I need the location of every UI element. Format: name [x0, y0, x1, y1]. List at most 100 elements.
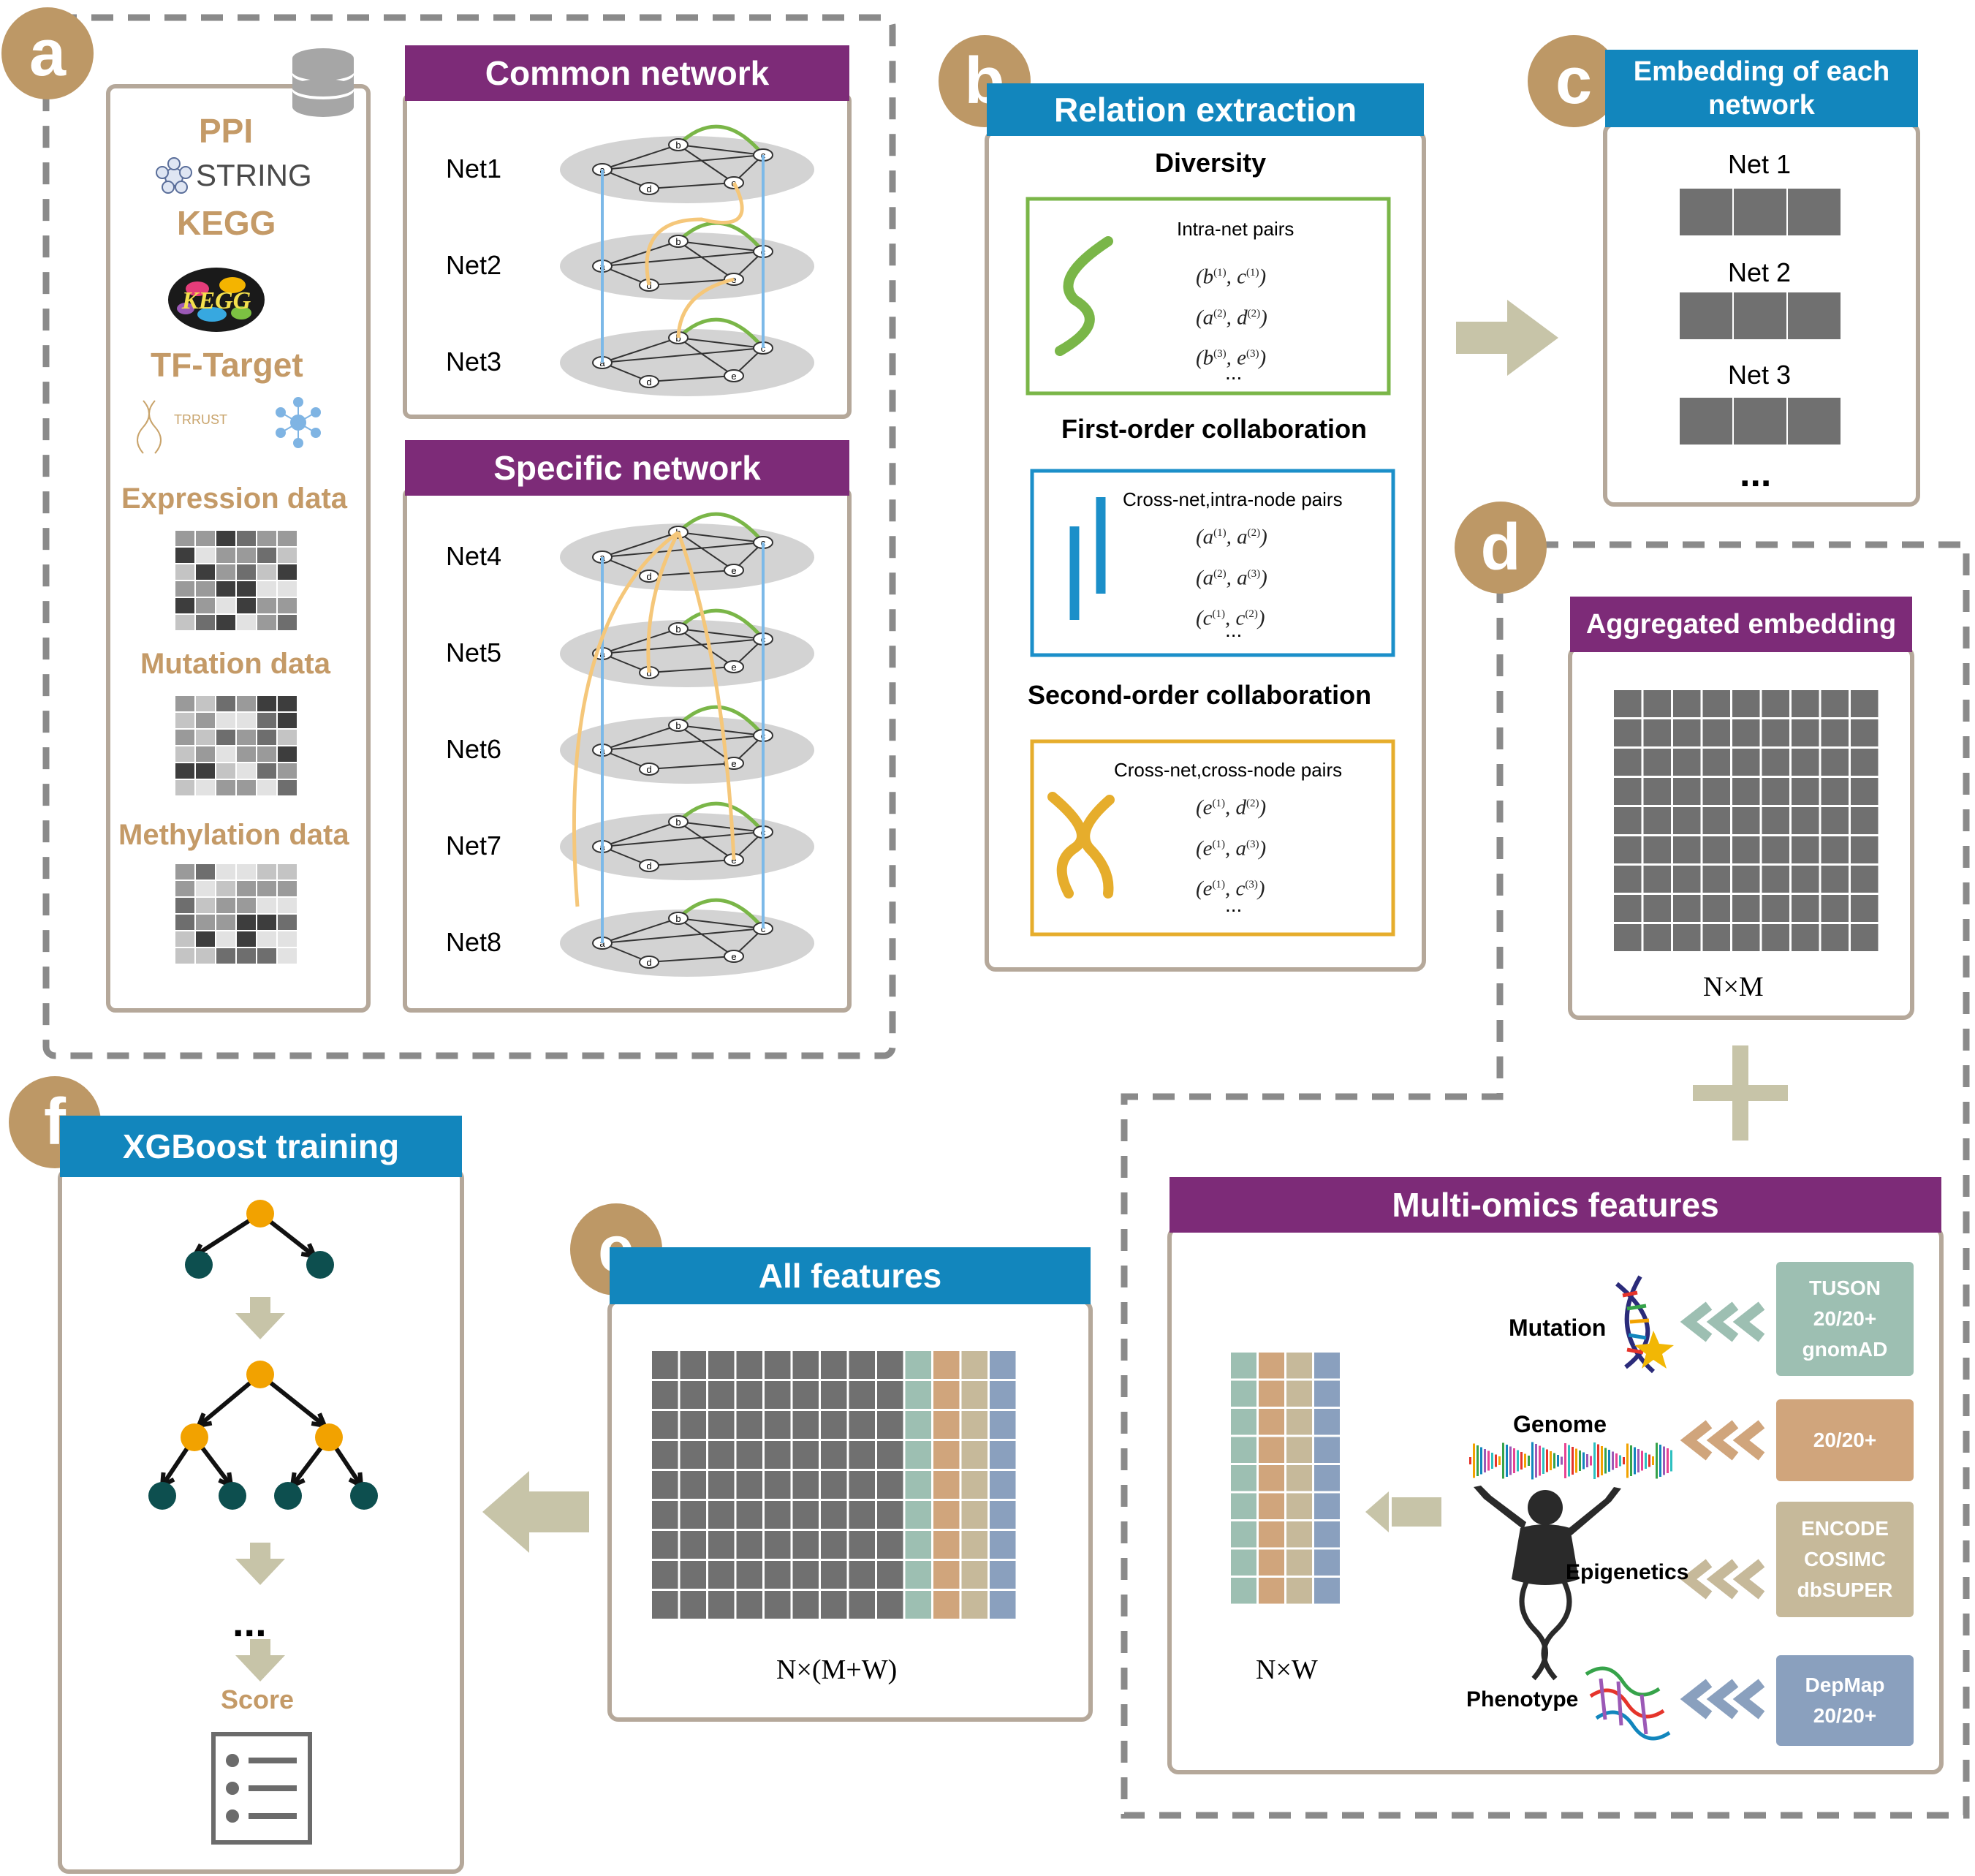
chevron-stroke: [1732, 1559, 1765, 1600]
cross-cross-ellipsis: ...: [1225, 893, 1243, 916]
matrix-cell: [1259, 1380, 1284, 1407]
matrix-cell: [765, 1411, 791, 1439]
matrix-cell: [849, 1561, 875, 1589]
matrix-cell: [1792, 690, 1819, 717]
heatmap-cell: [257, 881, 276, 896]
chevron-stroke: [1680, 1559, 1713, 1600]
arrow-to-all-features: [1365, 1491, 1441, 1532]
embedding-net-3: Net 3: [1728, 360, 1792, 390]
matrix-cell: [961, 1351, 988, 1379]
heatmap-cell: [196, 864, 215, 880]
matrix-cell: [765, 1501, 791, 1529]
heatmap-cell: [196, 931, 215, 947]
second-order-curve-a: [1047, 792, 1087, 899]
matrix-cell: [877, 1561, 903, 1589]
barcode-stripe: [1645, 1453, 1647, 1469]
node-label: d: [646, 764, 651, 775]
barcode-stripe: [1615, 1453, 1618, 1468]
genome-sources: 20/20+: [1776, 1399, 1914, 1481]
matrix-cell: [736, 1531, 762, 1559]
matrix-cell: [905, 1501, 931, 1529]
matrix-cell: [1821, 807, 1849, 834]
barcode-stripe: [1517, 1450, 1519, 1472]
matrix-cell: [792, 1501, 819, 1529]
matrix-cell: [1702, 924, 1730, 951]
heatmap-cell: [175, 948, 194, 964]
matrix-cell: [652, 1531, 678, 1559]
heatmap-cell: [175, 713, 194, 728]
chevron-stroke: [1732, 1301, 1765, 1342]
kegg-logo-icon: KEGG: [168, 268, 265, 332]
matrix-cell: [1643, 749, 1671, 776]
heatmap-cell: [196, 696, 215, 711]
matrix-cell: [736, 1471, 762, 1499]
barcode-stripe: [1652, 1456, 1654, 1465]
matrix-cell: [1231, 1353, 1256, 1379]
heatmap-cell: [278, 864, 297, 880]
matrix-cell: [933, 1561, 960, 1589]
heatmap-cell: [237, 531, 256, 546]
matrix-cell: [1286, 1409, 1312, 1435]
first-order-box: [1030, 469, 1395, 657]
svg-text:KEGG: KEGG: [181, 287, 251, 314]
matrix-cell: [652, 1381, 678, 1409]
second-order-curve-b: [1080, 795, 1115, 899]
matrix-cell: [792, 1381, 819, 1409]
matrix-cell: [1643, 719, 1671, 746]
heatmap-cell: [175, 531, 194, 546]
matrix-cell: [1643, 836, 1671, 863]
barcode-stripe: [1597, 1444, 1599, 1478]
barcode-stripe: [1506, 1445, 1508, 1477]
source-dbsuper: dbSUPER: [1797, 1578, 1893, 1601]
barcode-stripe: [1659, 1445, 1661, 1477]
first-order-label: First-order collaboration: [1061, 414, 1368, 444]
matrix-cell: [1702, 690, 1730, 717]
cross-cross-pairs-label: Cross-net,cross-node pairs: [1114, 759, 1343, 781]
matrix-cell: [821, 1501, 847, 1529]
down-arrow-icon: [235, 1297, 285, 1339]
network-node: [668, 815, 689, 828]
matrix-cell: [1732, 719, 1760, 746]
embedding-cell: [1788, 292, 1841, 339]
source-depmap: DepMap: [1805, 1673, 1885, 1696]
matrix-cell: [821, 1411, 847, 1439]
heatmap-cell: [216, 746, 235, 762]
embedding-title: Embedding of each network: [1605, 50, 1918, 127]
barcode-stripe: [1553, 1453, 1555, 1469]
dna-icon: [137, 400, 162, 454]
net-label: Net7: [446, 831, 502, 861]
heatmap-cell: [216, 948, 235, 964]
matrix-cell: [1792, 836, 1819, 863]
matrix-cell: [849, 1351, 875, 1379]
heatmap-cell: [175, 548, 194, 563]
network-edge: [678, 337, 735, 377]
diversity-label: Diversity: [1155, 148, 1267, 178]
matrix-cell: [680, 1381, 706, 1409]
matrix-cell: [792, 1531, 819, 1559]
matrix-cell: [1614, 690, 1642, 717]
chevron-arrow-icon: [1680, 1420, 1765, 1461]
barcode-stripe: [1670, 1450, 1672, 1472]
net-label: Net3: [446, 347, 502, 377]
matrix-cell: [821, 1471, 847, 1499]
matrix-cell: [1286, 1521, 1312, 1548]
matrix-cell: [1702, 836, 1730, 863]
matrix-cell: [990, 1531, 1016, 1559]
heatmap-cell: [237, 915, 256, 930]
heatmap-cell: [257, 931, 276, 947]
network-edge: [602, 347, 764, 363]
embedding-net-1: Net 1: [1728, 149, 1792, 179]
matrix-cell: [1762, 719, 1789, 746]
barcode-stripe: [1582, 1452, 1585, 1470]
source-mutation: Mutation data: [140, 648, 330, 680]
tree-node: [306, 1251, 334, 1279]
heatmap-cell: [257, 581, 276, 597]
matrix-cell: [1231, 1549, 1256, 1576]
source-ppi: PPI: [199, 112, 254, 150]
matrix-cell: [1231, 1465, 1256, 1491]
mutation-heatmap: [175, 696, 297, 795]
network-node: [639, 859, 659, 872]
barcode-stripe: [1535, 1444, 1537, 1478]
heatmap-cell: [216, 548, 235, 563]
matrix-cell: [736, 1441, 762, 1469]
